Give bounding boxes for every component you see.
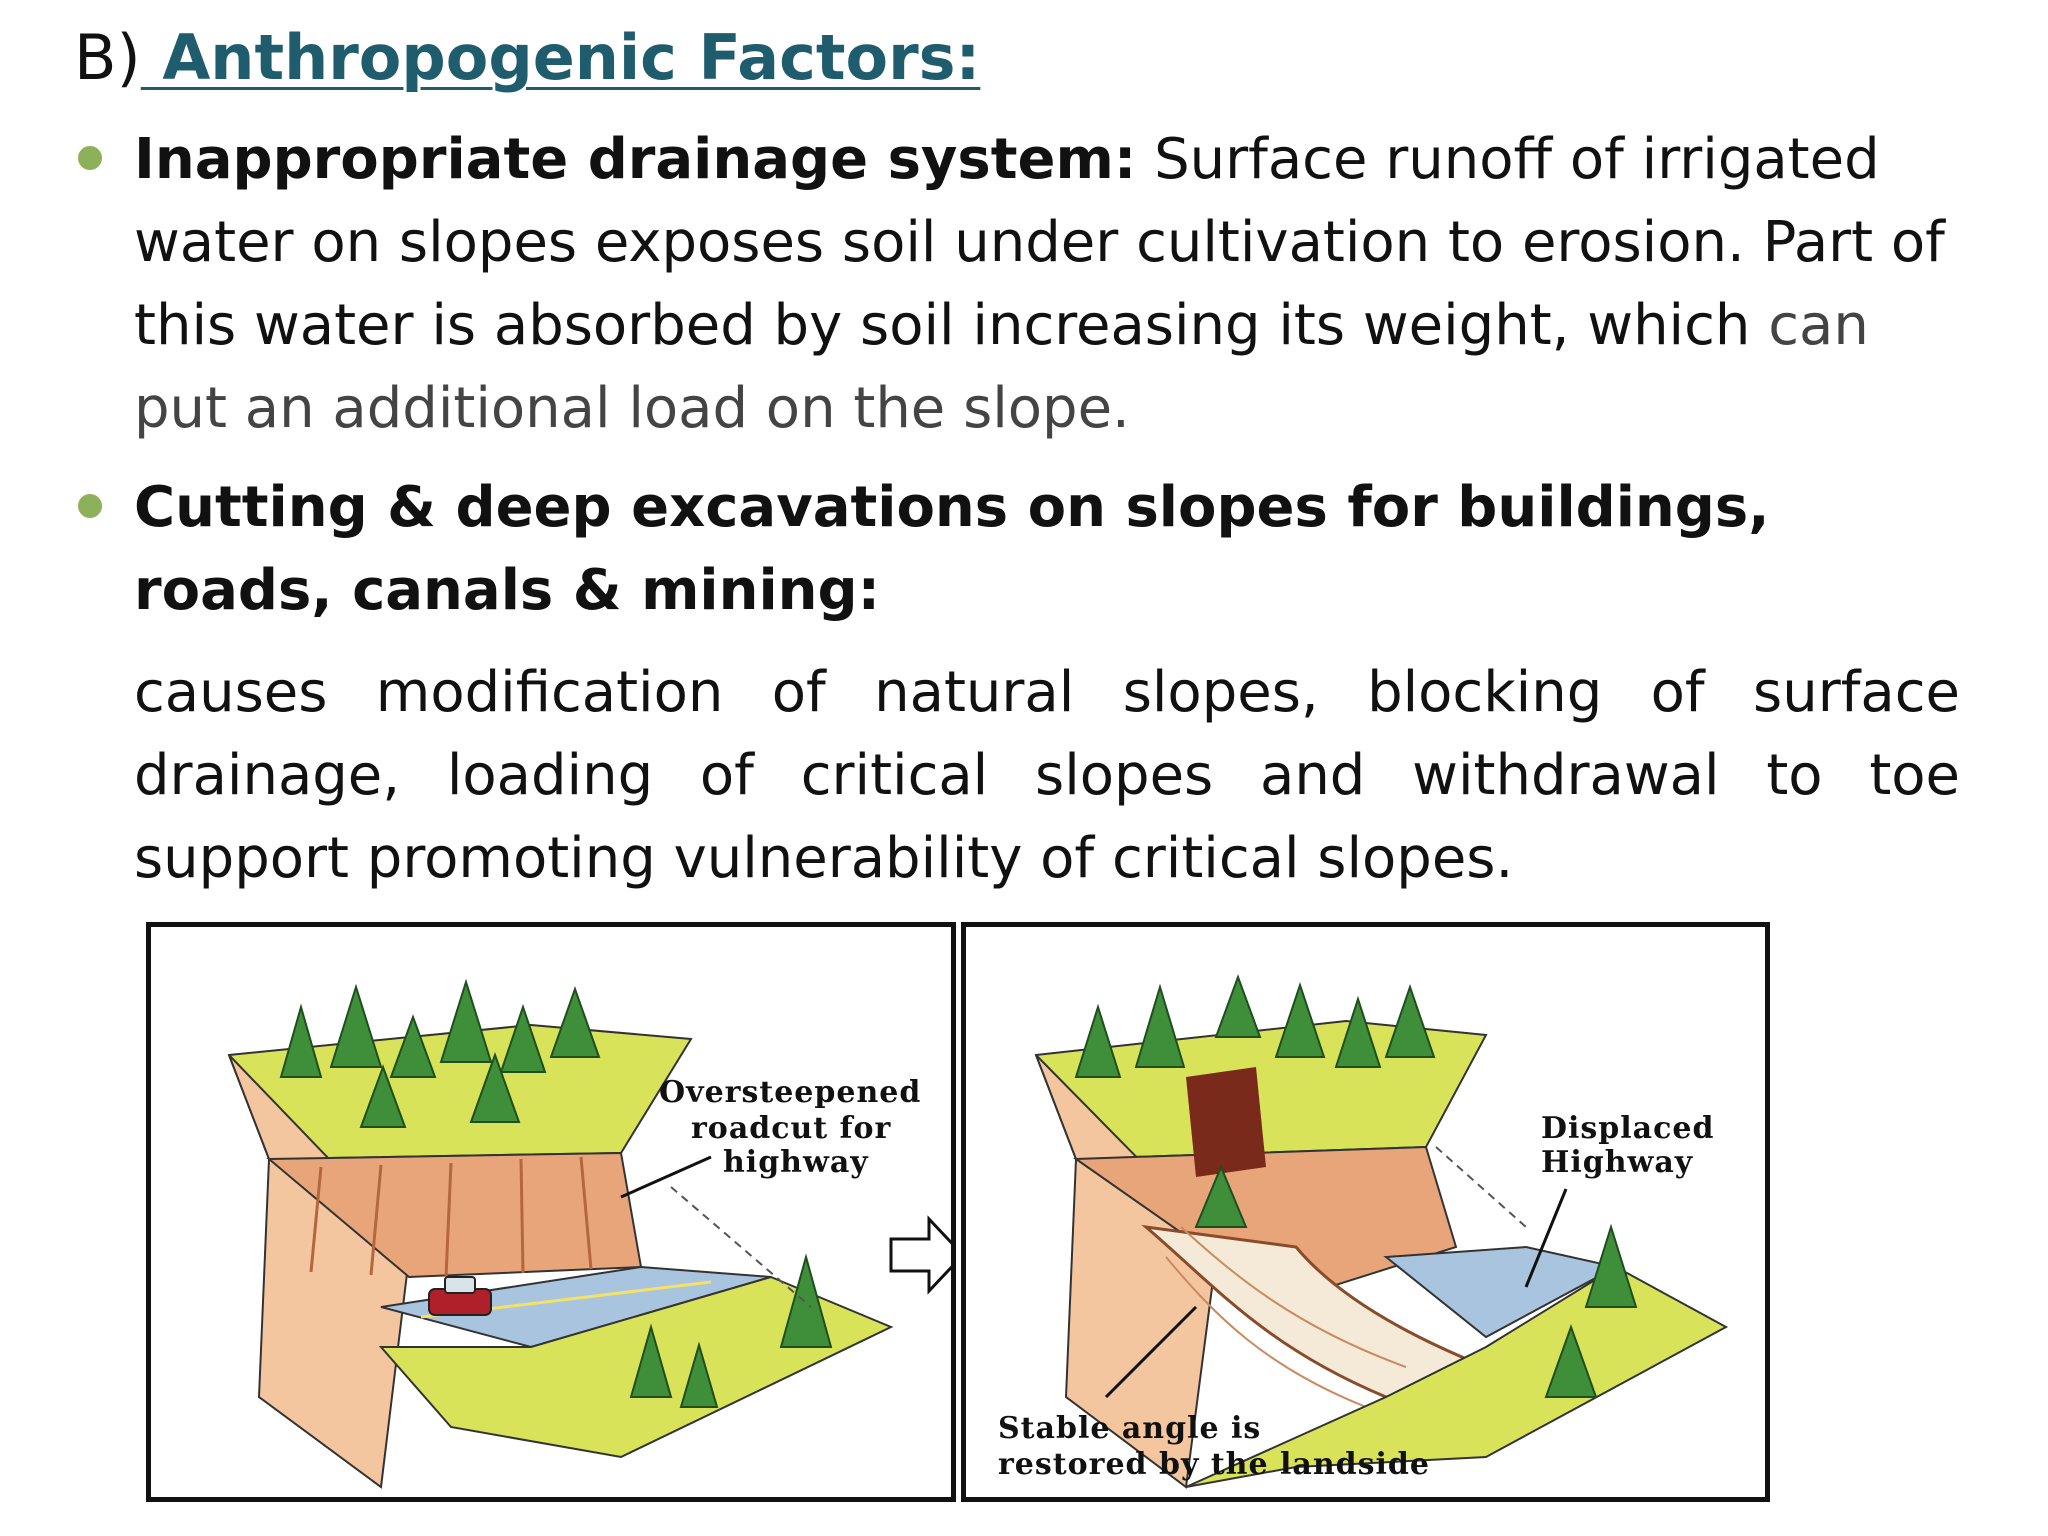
label-roadcut: roadcut for [691, 1111, 892, 1146]
bullet-drainage-text: Surface runoff of irrigated water on slo… [134, 127, 1945, 358]
label-highway: highway [723, 1145, 869, 1180]
label-displaced-highway: Highway [1541, 1145, 1694, 1180]
title-prefix: B) [74, 21, 141, 94]
landslide-illustration: Oversteepened roadcut for highway [146, 922, 1770, 1506]
bullet-drainage-heading: Inappropriate drainage system: [134, 127, 1137, 192]
label-stable-angle: Stable angle is [998, 1411, 1262, 1446]
bullet-excavation: Cutting & deep excavations on slopes for… [134, 466, 1960, 632]
title-heading: Anthropogenic Factors: [140, 21, 981, 94]
panel-before: Oversteepened roadcut for highway [146, 922, 956, 1502]
bullet-excavation-heading: Cutting & deep excavations on slopes for… [134, 475, 1770, 623]
panel-before-drawing [227, 978, 951, 1489]
label-oversteepened: Oversteepened [659, 1075, 922, 1110]
arrow-right-outline-icon [889, 1215, 951, 1295]
bullet-drainage-text-dim: can put an additional load on the slope. [134, 293, 1869, 441]
bullet-dot-icon [78, 494, 102, 518]
bullet-drainage: Inappropriate drainage system: Surface r… [134, 118, 1960, 450]
panel-after: Displaced Highway Stable angle is restor… [961, 922, 1770, 1502]
bullet-excavation-body: causes modification of natural slopes, b… [134, 660, 1960, 891]
slide-title: B) Anthropogenic Factors: [74, 18, 980, 98]
label-restored: restored by the landside [998, 1447, 1430, 1482]
bullet-dot-icon [78, 146, 102, 170]
panel-after-drawing [1034, 974, 1729, 1489]
label-displaced: Displaced [1541, 1111, 1715, 1146]
